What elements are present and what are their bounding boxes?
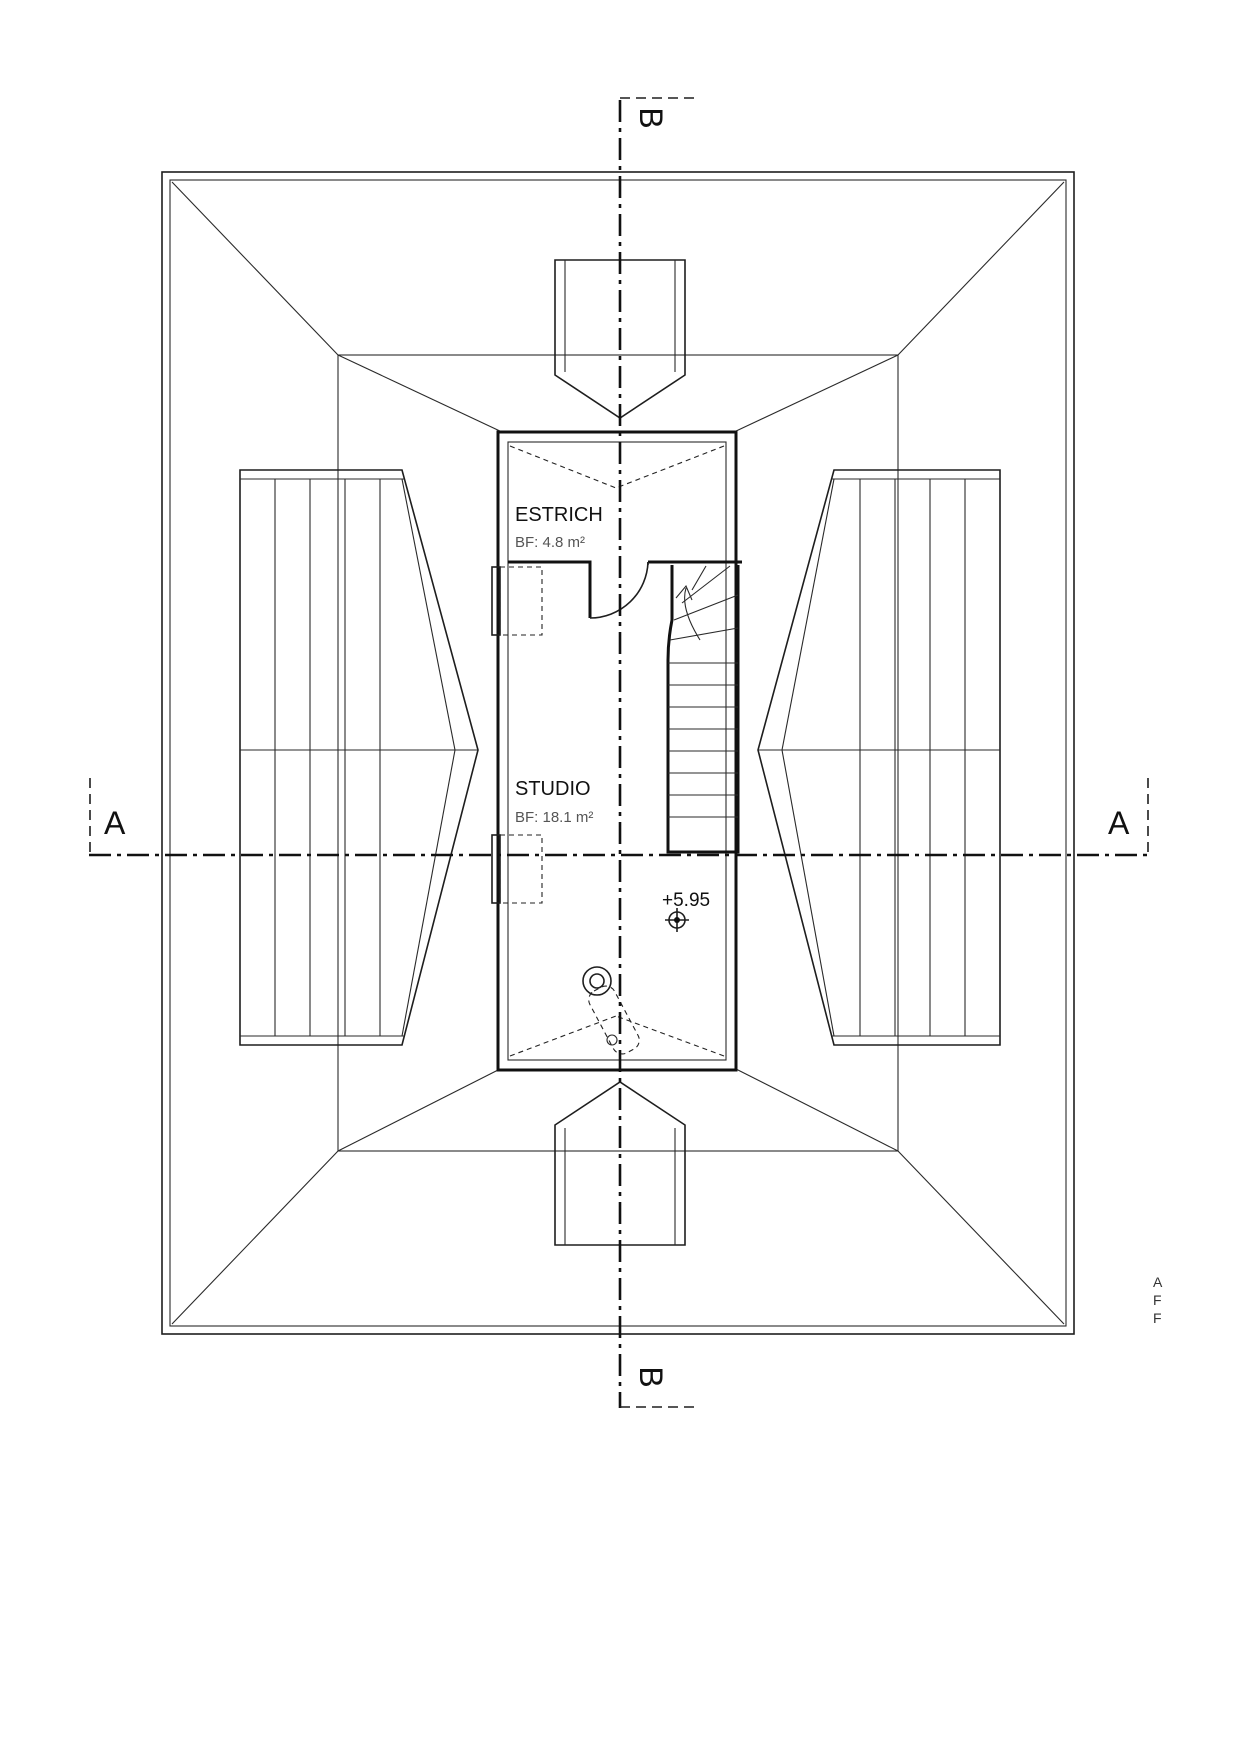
edge-fragment-2: F	[1153, 1292, 1162, 1308]
section-axis-lines	[89, 100, 1150, 1408]
section-mark-b-top: B	[633, 107, 669, 128]
edge-fragment-1: A	[1153, 1274, 1163, 1290]
level-marker-label: +5.95	[662, 890, 710, 911]
skylight-lower	[491, 834, 543, 904]
roof-outline	[161, 171, 1075, 1335]
bottom-chimney	[554, 1081, 686, 1246]
left-dormer	[239, 469, 479, 1046]
right-dormer	[757, 469, 1001, 1046]
room-name-studio: STUDIO	[515, 778, 591, 800]
section-mark-a-left: A	[104, 805, 126, 841]
level-marker-crosshair-icon	[665, 908, 689, 932]
section-brackets	[89, 97, 1149, 1408]
staircase	[666, 565, 740, 854]
stove-flue	[582, 966, 640, 1055]
roof-hips	[171, 181, 1065, 1325]
room-name-estrich: ESTRICH	[515, 504, 603, 526]
section-mark-a-right: A	[1108, 805, 1130, 841]
section-mark-b-bottom: B	[633, 1366, 669, 1387]
room-area-estrich: BF: 4.8 m²	[515, 534, 585, 551]
edge-fragment-3: F	[1153, 1310, 1162, 1326]
skylight-upper	[491, 566, 543, 636]
top-chimney	[554, 259, 686, 419]
room-area-studio: BF: 18.1 m²	[515, 809, 593, 826]
